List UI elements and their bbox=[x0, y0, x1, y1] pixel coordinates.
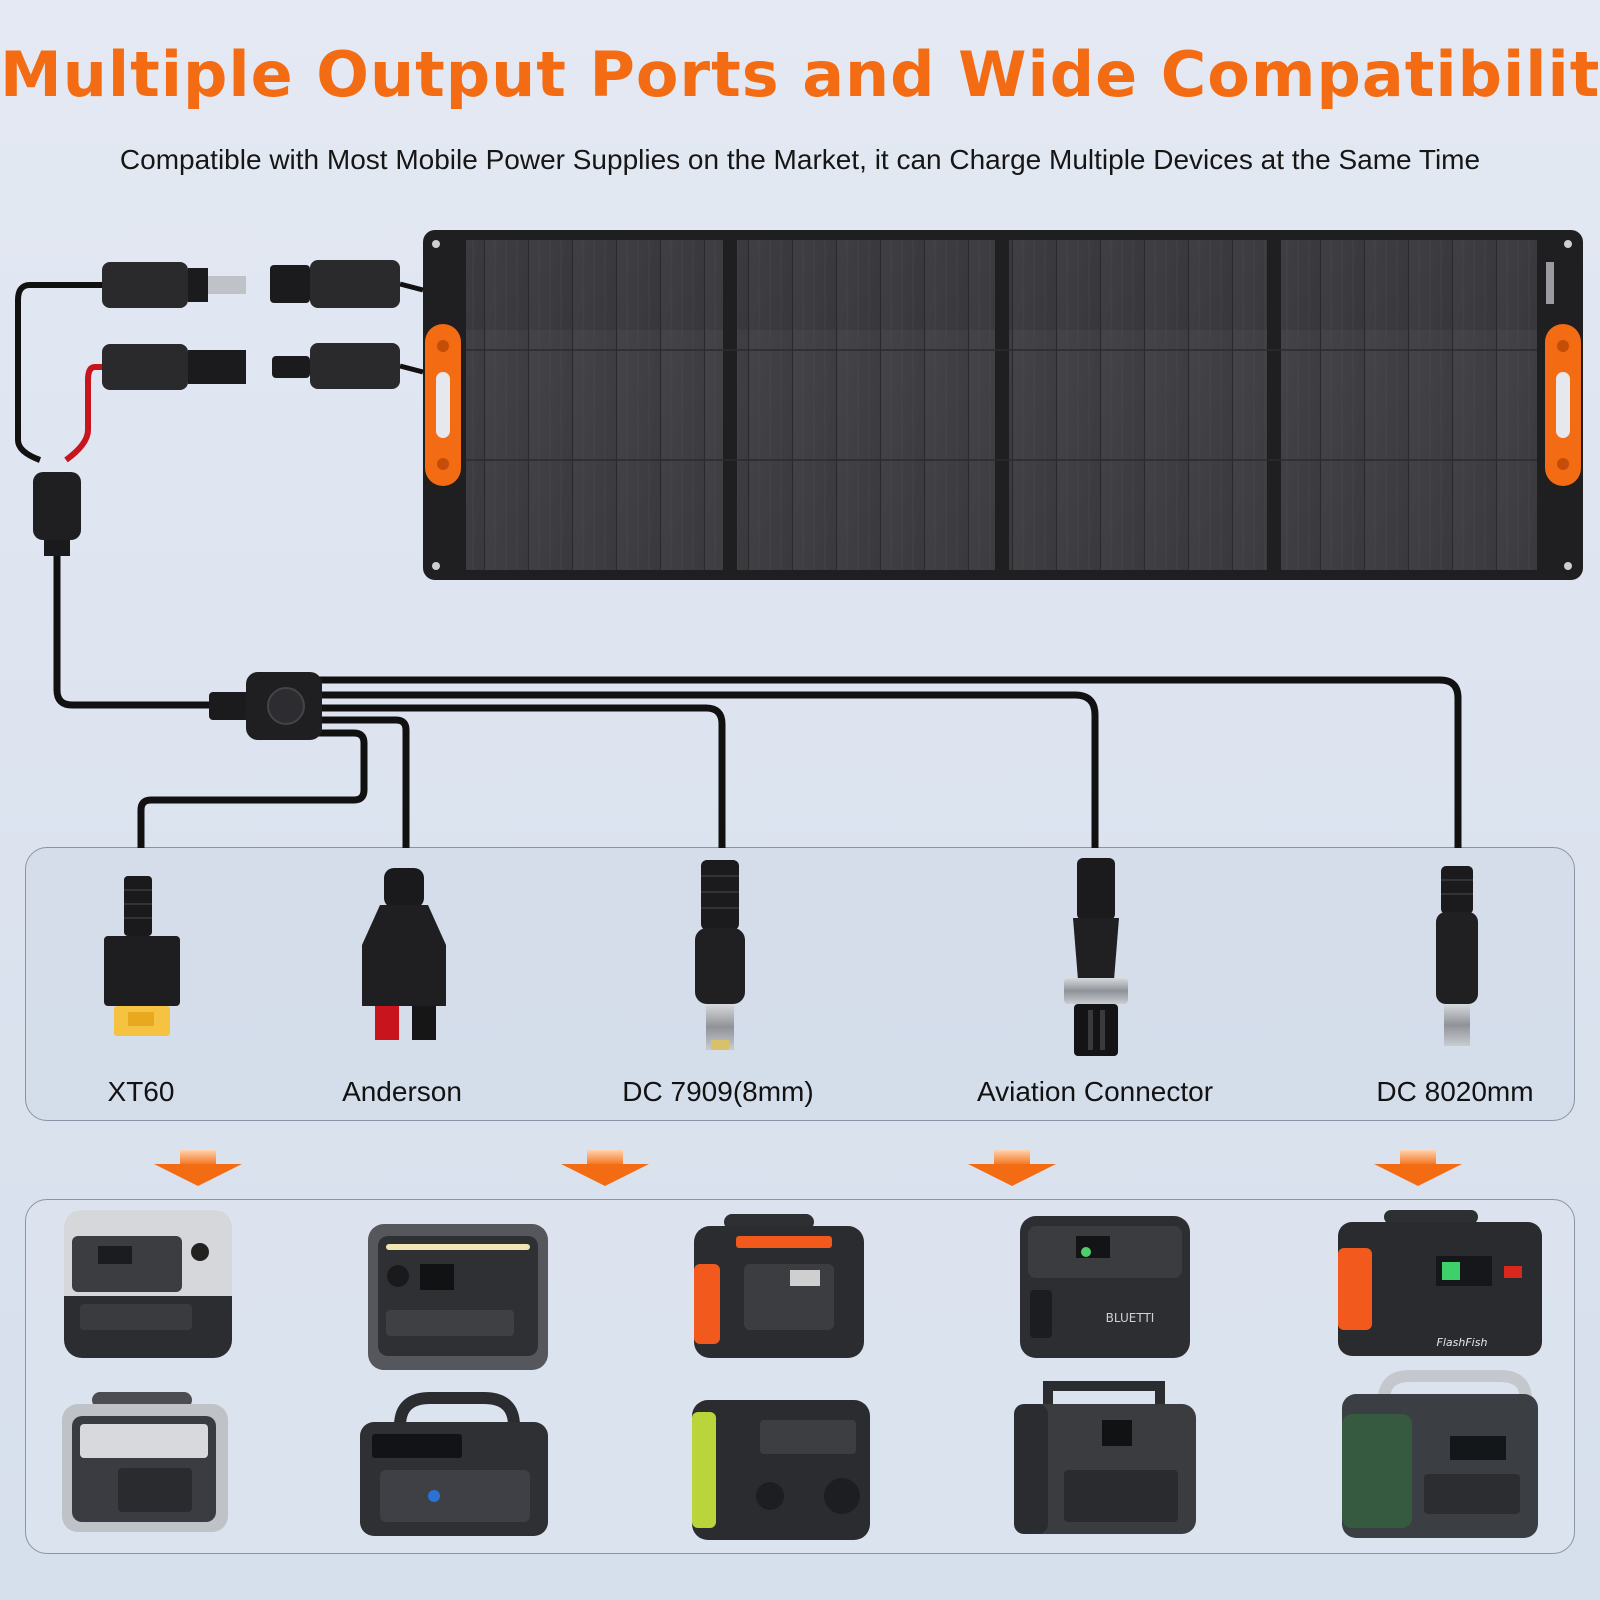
panel-handle-left bbox=[425, 324, 461, 486]
panel-section-3 bbox=[1009, 240, 1267, 570]
aviation-connector-icon bbox=[1064, 858, 1128, 1056]
device-silver-style bbox=[62, 1392, 228, 1532]
connector-label-anderson: Anderson bbox=[342, 1076, 462, 1107]
dc8020-connector-icon bbox=[1436, 866, 1478, 1046]
mc4-connectors bbox=[15, 260, 424, 709]
device-ecoflow-style bbox=[64, 1210, 232, 1358]
anderson-connector-icon bbox=[362, 868, 446, 1040]
page-title: Multiple Output Ports and Wide Compatibi… bbox=[0, 38, 1600, 111]
device-jackery-style bbox=[694, 1214, 864, 1358]
connector-label-xt60: XT60 bbox=[107, 1076, 175, 1107]
panel-handle-right bbox=[1545, 324, 1581, 486]
cable-to-dc8020 bbox=[318, 676, 1462, 848]
panel-label-sticker bbox=[1546, 262, 1554, 304]
device-green-accent-style bbox=[692, 1400, 870, 1540]
page-subtitle: Compatible with Most Mobile Power Suppli… bbox=[119, 144, 1481, 175]
connector-label-dc7909: DC 7909(8mm) bbox=[622, 1076, 814, 1107]
output-hub bbox=[137, 672, 1462, 848]
cable-to-aviation bbox=[318, 691, 1099, 848]
panel-section-2 bbox=[737, 240, 995, 570]
xt60-connector-icon bbox=[104, 876, 180, 1036]
connector-label-aviation: Aviation Connector bbox=[976, 1076, 1214, 1107]
device-flashfish-style: FlashFish bbox=[1338, 1210, 1542, 1356]
panel-section-1 bbox=[466, 240, 723, 570]
flashfish-brand-text: FlashFish bbox=[1437, 1336, 1488, 1349]
device-grey-handle-style bbox=[1014, 1381, 1196, 1534]
device-bluetti-style: BLUETTI bbox=[1020, 1216, 1190, 1358]
cable-to-xt60 bbox=[137, 729, 368, 848]
cable-to-anderson bbox=[318, 716, 410, 848]
solar-panel bbox=[423, 230, 1583, 580]
dc7909-connector-icon bbox=[695, 860, 745, 1050]
y-splitter bbox=[33, 472, 81, 540]
connector-label-dc8020: DC 8020mm bbox=[1376, 1076, 1534, 1107]
cable-to-dc7909 bbox=[318, 704, 726, 848]
panel-section-4 bbox=[1281, 240, 1537, 570]
bluetti-brand-text: BLUETTI bbox=[1106, 1311, 1155, 1325]
connector-panel bbox=[25, 847, 1575, 1121]
device-anker-style bbox=[368, 1224, 548, 1370]
device-green-steel-style bbox=[1342, 1370, 1538, 1538]
device-anker-handle-style bbox=[360, 1392, 548, 1536]
